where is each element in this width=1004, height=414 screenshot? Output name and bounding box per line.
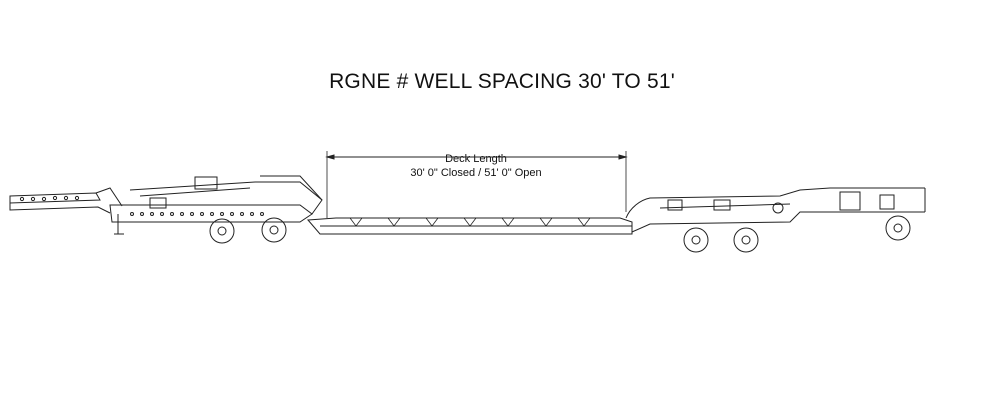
rear-frame — [625, 187, 926, 233]
deck-length-label: Deck Length — [445, 153, 507, 165]
front-wheels — [209, 217, 287, 244]
rear-wheels — [683, 215, 911, 253]
drawing-title: RGNE # WELL SPACING 30' TO 51' — [329, 70, 675, 93]
gooseneck — [9, 187, 124, 235]
deck-length-dimension-line — [325, 151, 628, 218]
deck-length-value: 30' 0" Closed / 51' 0" Open — [410, 167, 542, 179]
well-deck — [306, 217, 633, 235]
front-frame — [109, 175, 323, 223]
